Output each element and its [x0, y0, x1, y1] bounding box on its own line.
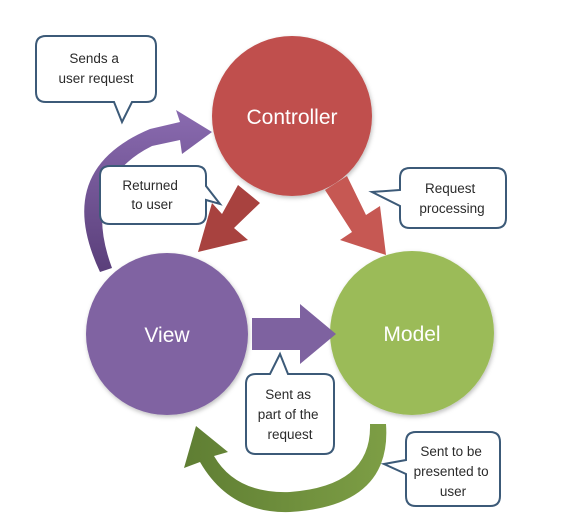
view-label: View — [144, 324, 190, 347]
svg-text:Sent to be presented to: Sent to be presented to user — [414, 444, 493, 499]
arrow-controller-to-model — [325, 176, 386, 255]
callout-sent-to-be-line3: user — [440, 484, 467, 499]
callout-sent-as-part-line2: part of the — [258, 407, 319, 422]
model-node — [330, 251, 494, 415]
callout-sends-request-line1: Sends a — [69, 51, 119, 66]
svg-text:Sent as part of the: Sent as part of the request — [258, 387, 323, 442]
arrow-view-to-controller — [84, 110, 212, 272]
svg-text:Sends a user request: Sends a user request — [58, 51, 133, 86]
callout-returned-line1: Returned — [122, 178, 178, 193]
callout-sends-request-line2: user request — [58, 71, 133, 86]
callout-sent-as-part: Sent as part of the request — [245, 351, 335, 455]
arrow-model-to-view — [184, 424, 387, 513]
controller-node — [212, 36, 372, 196]
view-node — [86, 253, 248, 415]
svg-text:Returned to user: Returned to user — [122, 178, 181, 212]
controller-label: Controller — [246, 106, 337, 129]
arrow-view-to-model — [252, 304, 336, 364]
callout-returned-line2: to user — [131, 197, 173, 212]
callout-sent-as-part-line3: request — [267, 427, 312, 442]
callout-sent-to-be-line1: Sent to be — [420, 444, 482, 459]
callout-request-processing-line2: processing — [419, 201, 484, 216]
callout-sends-request: Sends a user request — [35, 35, 157, 125]
callout-request-processing: Request processing — [368, 167, 507, 229]
callout-sent-to-be-line2: presented to — [414, 464, 489, 479]
svg-text:Request processing: Request processing — [419, 181, 484, 216]
callout-request-processing-line1: Request — [425, 181, 476, 196]
callout-sent-to-be: Sent to be presented to user — [380, 431, 501, 507]
callout-returned: Returned to user — [99, 165, 223, 225]
model-label: Model — [383, 323, 440, 346]
callout-sent-as-part-line1: Sent as — [265, 387, 311, 402]
arrow-controller-to-view — [198, 185, 260, 252]
